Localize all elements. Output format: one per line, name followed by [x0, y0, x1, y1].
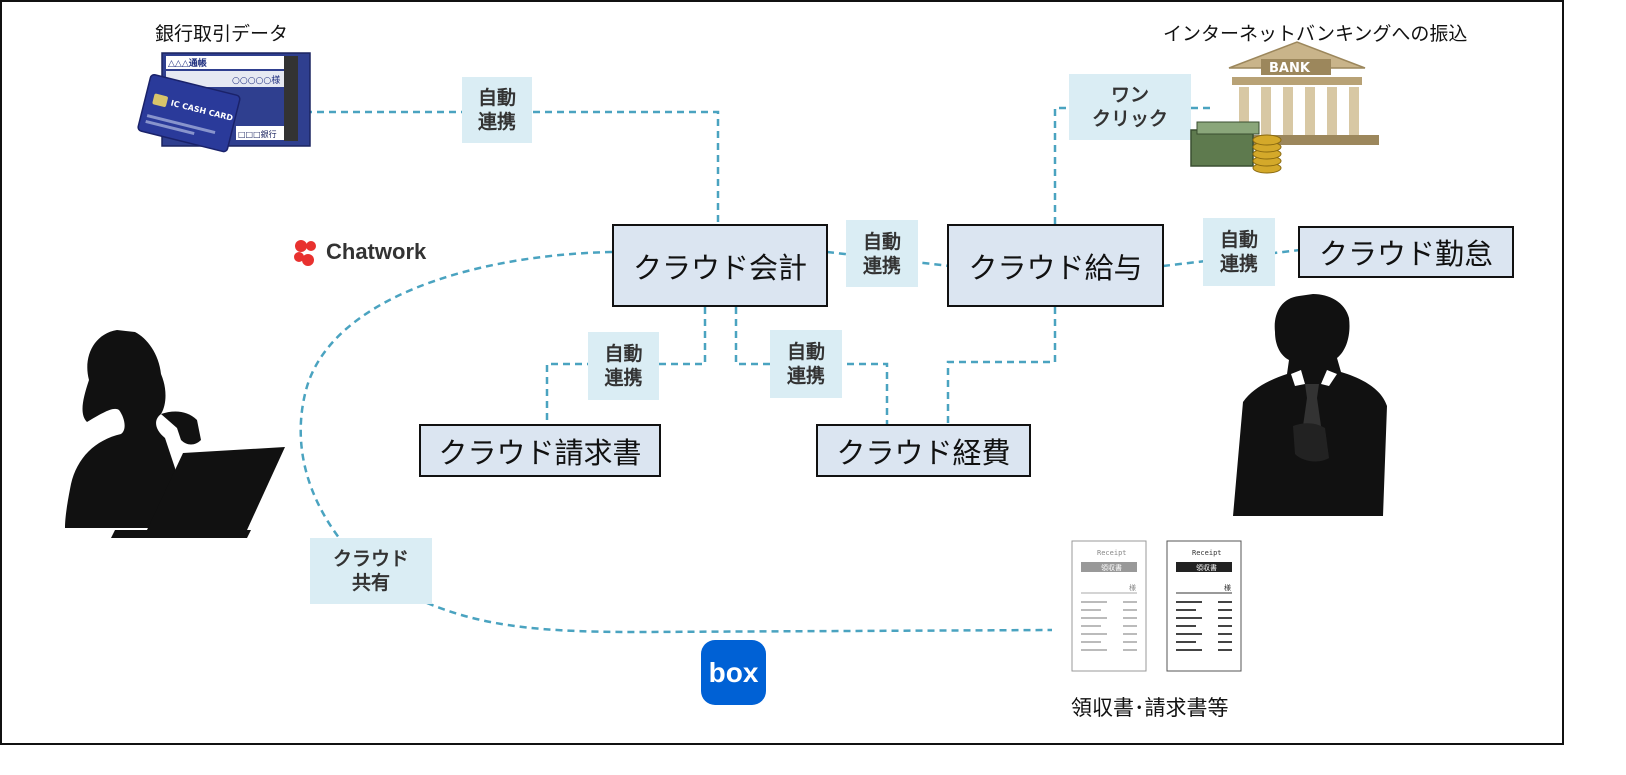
node-cloud-invoice: クラウド請求書 [419, 424, 661, 477]
bankbook-name: ○○○○○様 [232, 74, 280, 86]
coin-stack [1252, 134, 1282, 174]
chatwork-icon [294, 240, 316, 266]
receipt-gray-label: Receipt [1097, 549, 1127, 557]
tag-auto-link-invoice: 自動 連携 [588, 332, 659, 400]
receipt-gray: Receipt 領収書 様 [1071, 540, 1147, 672]
caption-net-banking: インターネットバンキングへの振込 [1163, 23, 1468, 45]
box-logo: box [701, 640, 766, 705]
node-cloud-payroll: クラウド給与 [947, 224, 1164, 307]
bank-card-illustration: △△△通帳 ○○○○○様 □□□銀行 IC CASH CARD [137, 52, 311, 153]
receipt-dark: Receipt 領収書 様 [1166, 540, 1242, 672]
bankbook-footer: □□□銀行 [238, 129, 277, 139]
caption-receipts: 領収書･請求書等 [1071, 696, 1229, 720]
chatwork-wordmark: Chatwork [326, 239, 427, 264]
diagram-frame [0, 0, 1564, 745]
line-bankdata-to-accounting [305, 110, 720, 224]
box-wordmark: box [708, 656, 759, 688]
tag-one-click: ワン クリック [1069, 74, 1191, 140]
receipt-dark-title: 領収書 [1196, 563, 1217, 572]
bank-sign: BANK [1269, 61, 1311, 76]
tag-auto-link-accounting-payroll: 自動 連携 [846, 220, 918, 287]
tag-auto-link-expense: 自動 連携 [770, 330, 842, 398]
receipt-gray-honorific: 様 [1129, 583, 1136, 592]
node-cloud-expense: クラウド経費 [816, 424, 1031, 477]
tag-auto-link-bankdata: 自動 連携 [462, 77, 532, 143]
woman-with-laptop-silhouette [65, 330, 285, 538]
businessman-silhouette [1233, 294, 1387, 516]
laptop [147, 447, 285, 530]
line-cloud-share [299, 250, 1053, 634]
receipt-gray-title: 領収書 [1101, 563, 1122, 572]
node-cloud-attendance: クラウド勤怠 [1298, 226, 1514, 278]
bank-building-illustration: BANK [1190, 41, 1379, 174]
receipt-dark-honorific: 様 [1224, 583, 1231, 592]
line-payroll-to-attendance [1162, 248, 1301, 268]
bankbook-title: △△△通帳 [168, 57, 207, 69]
line-payroll-to-expense [946, 307, 1057, 425]
node-cloud-accounting: クラウド会計 [612, 224, 828, 307]
caption-bank-data: 銀行取引データ [155, 23, 289, 45]
receipt-dark-label: Receipt [1192, 549, 1222, 557]
chatwork-logo: Chatwork [290, 236, 426, 268]
tag-auto-link-payroll-attendance: 自動 連携 [1203, 218, 1275, 286]
tag-cloud-share: クラウド 共有 [310, 538, 432, 604]
money-stack [1190, 129, 1254, 167]
